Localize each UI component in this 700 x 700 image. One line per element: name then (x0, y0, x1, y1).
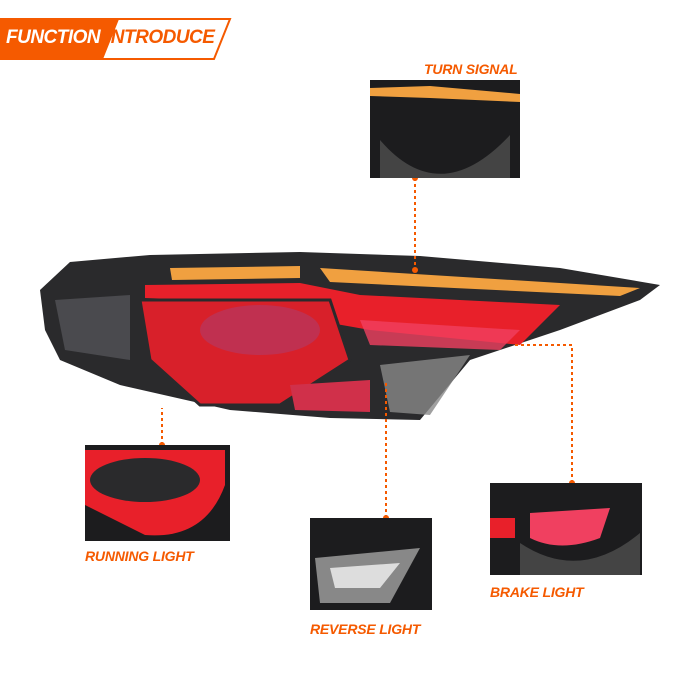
center-red-lens (200, 305, 320, 355)
brake-light-detail-image (490, 483, 642, 575)
banner-title-part2: INTRODUCE (106, 27, 215, 48)
banner-title-part1: FUNCTION (6, 27, 101, 48)
running-light-detail-image (85, 445, 230, 541)
reverse-light-label: REVERSE LIGHT (310, 621, 421, 637)
turn-signal-label: TURN SIGNAL (424, 61, 518, 77)
brake-light-label: BRAKE LIGHT (490, 584, 584, 600)
function-introduce-banner: FUNCTION INTRODUCE (0, 18, 232, 60)
smoke-lens-left (55, 295, 130, 360)
lower-red-lens (290, 380, 370, 412)
reverse-light-detail-image (310, 518, 432, 610)
banner-shape (0, 18, 232, 60)
turn-signal-strip-right (320, 268, 640, 296)
reverse-lens (380, 355, 470, 415)
turn-signal-detail-image (370, 80, 520, 178)
leader-lines (161, 178, 573, 518)
turn-signal-strip (170, 266, 300, 280)
brake-red-lens (360, 320, 520, 350)
running-light-label: RUNNING LIGHT (85, 548, 194, 564)
